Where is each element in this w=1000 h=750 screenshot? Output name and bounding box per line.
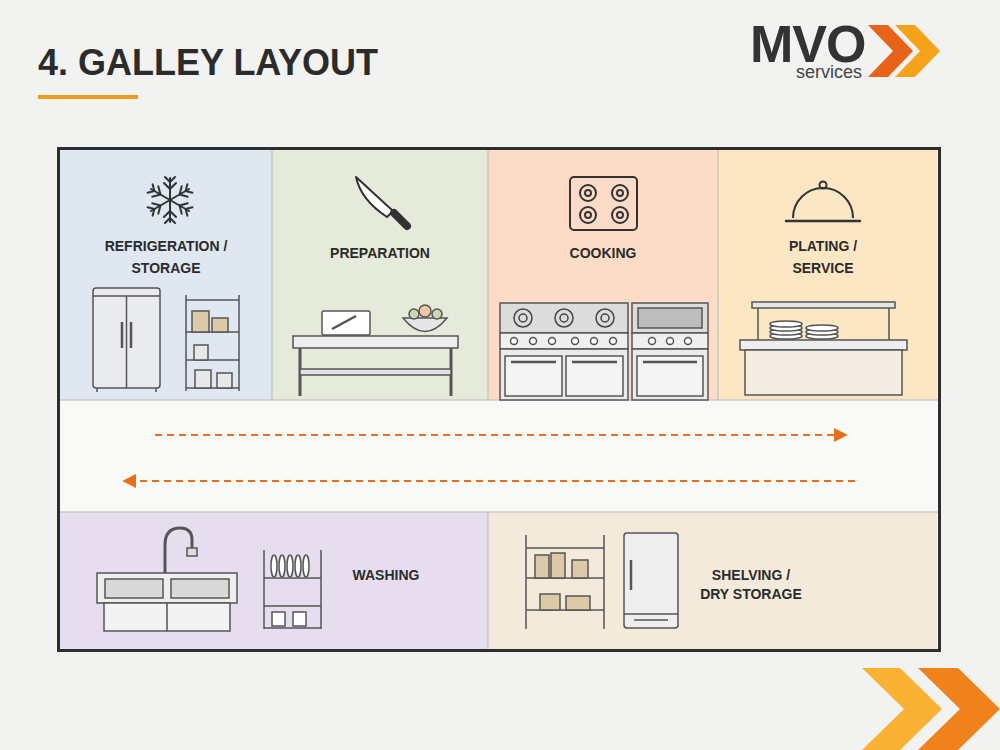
- cloche-icon: [786, 182, 860, 222]
- page-title: 4. GALLEY LAYOUT: [38, 45, 378, 81]
- fridge-illustration: [93, 288, 160, 392]
- storage-shelf-illustration: [186, 295, 239, 391]
- zone-box: COOKING: [488, 150, 718, 400]
- zone-label: COOKING: [513, 242, 693, 264]
- service-counter-illustration: [740, 302, 907, 395]
- zone-label: PLATING / SERVICE: [768, 235, 878, 279]
- logo-chevrons: [868, 25, 940, 77]
- sink-illustration: [97, 528, 237, 631]
- corner-chevrons: [862, 668, 1000, 750]
- upright-fridge-illustration: [624, 533, 678, 628]
- zone-box: PREPARATION: [272, 150, 488, 400]
- zone-box: PLATING / SERVICE: [718, 150, 937, 400]
- galley-frame: [59, 149, 940, 651]
- dry-shelving-illustration: [526, 535, 604, 629]
- zone-label: PREPARATION: [290, 242, 470, 264]
- title-underline: [38, 95, 138, 99]
- dish-rack-illustration: [264, 550, 321, 629]
- corridor-floor: [58, 148, 940, 651]
- cooktop-icon: [570, 177, 637, 230]
- zone-label: SHELVING / DRY STORAGE: [698, 566, 804, 604]
- flow-arrows: [125, 435, 855, 481]
- snowflake-icon: [147, 177, 193, 223]
- zone-box: REFRIGERATION / STORAGE: [60, 150, 272, 400]
- logo-wordmark: MVO: [750, 18, 865, 70]
- range-illustration: [500, 303, 628, 400]
- griddle-illustration: [632, 303, 708, 400]
- zone-box: SHELVING / DRY STORAGE: [488, 512, 937, 649]
- zone-label: WASHING: [316, 564, 456, 586]
- knife-icon: [356, 177, 407, 226]
- zone-label: REFRIGERATION / STORAGE: [81, 235, 251, 279]
- zone-box: WASHING: [60, 512, 488, 649]
- logo-subtitle: services: [796, 63, 862, 81]
- zone-separators: [60, 150, 938, 649]
- prep-table-illustration: [293, 305, 458, 396]
